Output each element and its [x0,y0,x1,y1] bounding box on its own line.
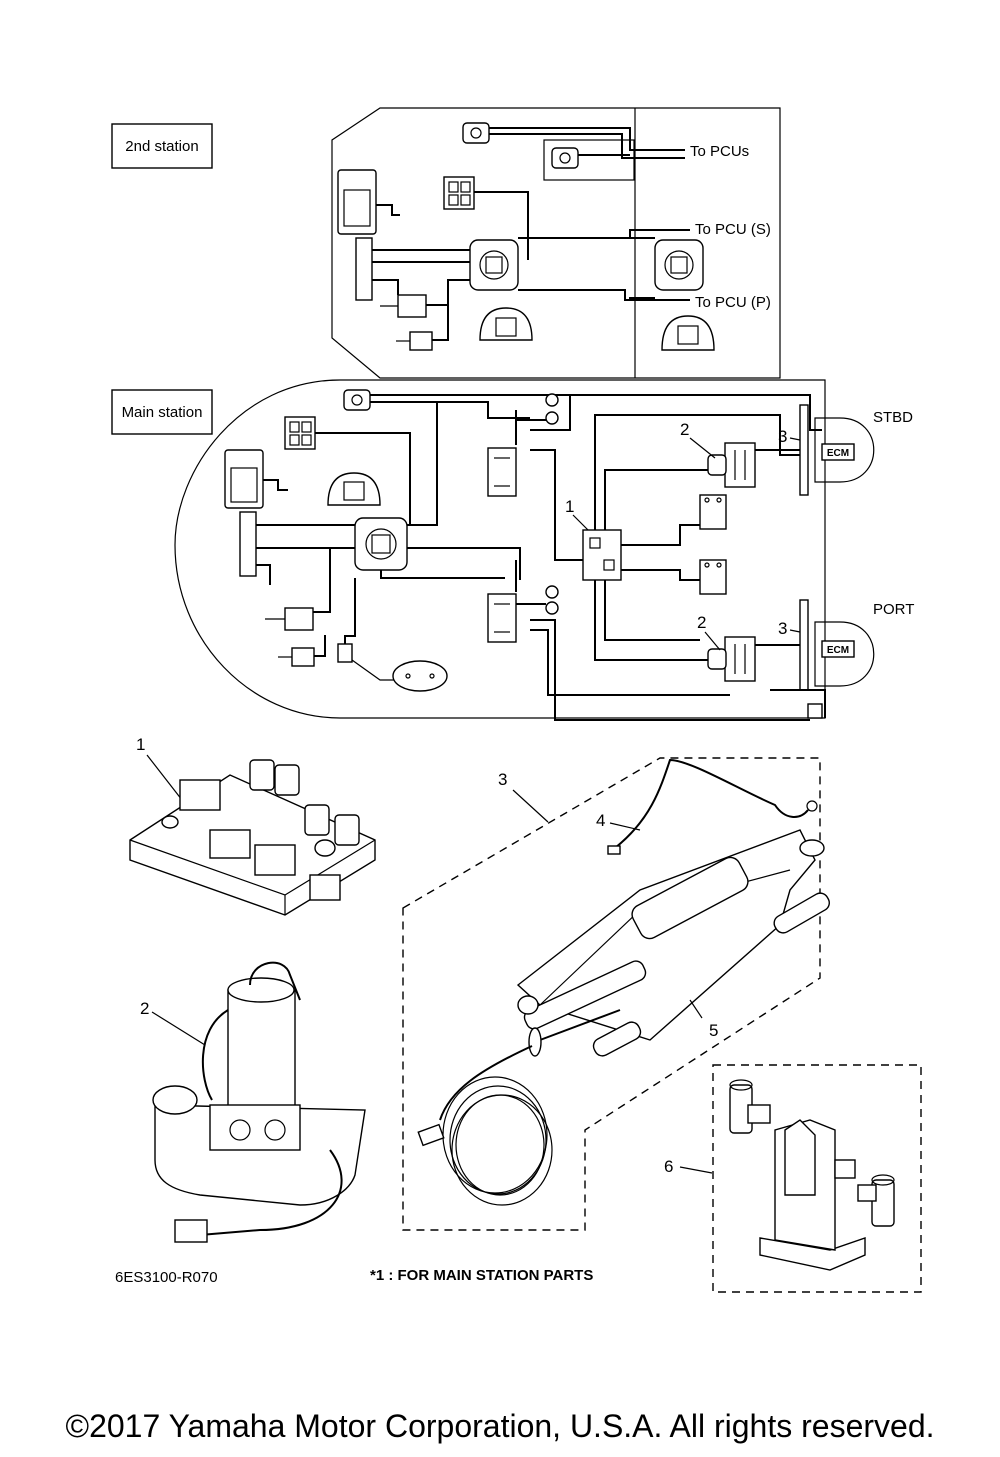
callout-2-port: 2 [697,613,706,632]
remote-control-icon [354,517,408,571]
transducer-icon [392,660,448,692]
connector-icon [396,331,433,351]
pcu-port-icon [487,593,517,643]
callout-6: 6 [664,1157,673,1176]
valve-fitting-icon [857,1174,895,1227]
switch-panel-icon [284,416,316,450]
part-3-steering-cylinder-assembly: 3 4 5 [402,757,830,1231]
part-2-hydraulic-pump: 2 [140,961,366,1243]
display-unit-icon [224,449,264,509]
second-station-section: 2nd station To PCUs [111,107,781,379]
pcu-stbd-icon [487,447,517,497]
callout-5: 5 [709,1021,718,1040]
switch-panel-icon [443,176,475,210]
port-engine-outline [814,621,875,687]
part-6-valve-kit: 6 [664,1064,922,1293]
stbd-ecm-box: ECM [821,443,855,461]
bracket-icon [759,1119,866,1271]
steering-sensor-icon [265,607,314,631]
main-station-label: Main station [122,404,203,421]
to-pcus-label: To PCUs [690,143,749,160]
callout-2-stbd: 2 [680,420,689,439]
hydraulic-pump-stbd-icon [707,442,756,488]
footnote: *1 : FOR MAIN STATION PARTS [370,1267,593,1284]
steering-sensor-icon [380,294,427,318]
to-pcu-s-label: To PCU (S) [695,221,771,238]
key-switch-icon [462,122,490,144]
second-station-outline [331,107,781,379]
callout-1-main: 1 [565,497,574,516]
callout-4: 4 [596,811,605,830]
callout-3: 3 [498,770,507,789]
second-station-label-box [111,123,213,169]
stbd-engine-outline [814,417,875,483]
gauge-icon [327,472,381,506]
remote-control-icon [654,239,704,291]
callout-2: 2 [140,999,149,1018]
callout-3-port: 3 [778,619,787,638]
remote-control-icon [469,239,519,291]
second-station-label: 2nd station [125,138,198,155]
copyright-notice: ©2017 Yamaha Motor Corporation, U.S.A. A… [65,1408,935,1444]
main-station-section: Main station ECM ECM STBD PORT [111,379,914,721]
gauge-icon [479,307,533,341]
port-label: PORT [873,601,914,618]
battery-icon [699,559,727,595]
stbd-label: STBD [873,409,913,426]
connector-icon [278,647,315,667]
callout-3-stbd: 3 [778,427,787,446]
part-6-dashed-outline [712,1064,922,1293]
part-3-dashed-outline [402,757,821,1231]
trim-relay-module-icon [582,529,622,581]
main-station-hull-outline [174,379,826,719]
main-station-label-box [111,389,213,435]
part-1-relay-module: 1 [129,735,376,916]
hydraulic-pump-port-icon [707,636,756,682]
key-switch-icon [343,389,371,411]
key-switch-icon [551,147,579,169]
gauge-icon [661,315,715,351]
battery-icon [699,494,727,530]
svg-text:ECM: ECM [827,448,849,459]
to-pcu-p-label: To PCU (P) [695,294,771,311]
display-unit-icon [337,169,377,235]
svg-text:ECM: ECM [827,645,849,656]
port-ecm-box: ECM [821,640,855,658]
diagram-code: 6ES3100-R070 [115,1269,218,1286]
valve-fitting-icon [729,1079,771,1134]
callout-1: 1 [136,735,145,754]
